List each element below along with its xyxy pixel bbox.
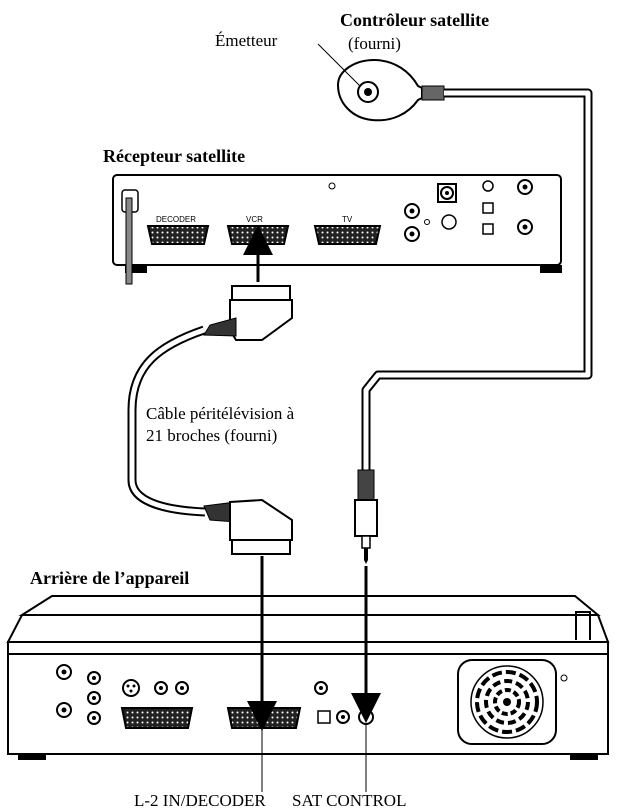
scart-plug-upper bbox=[203, 285, 293, 341]
receiver-tv-port bbox=[313, 225, 382, 245]
sat-receiver-label: Récepteur satellite bbox=[103, 146, 245, 166]
rear-of-unit-label: Arrière de l’appareil bbox=[30, 568, 189, 588]
receiver-vcr-label: VCR bbox=[246, 215, 263, 224]
cable-label-line1: Câble péritélévision à bbox=[146, 404, 295, 423]
scart-plug-lower bbox=[203, 498, 293, 555]
transmitter-label: Émetteur bbox=[215, 31, 278, 50]
sat-control-port-label: SAT CONTROL bbox=[292, 791, 406, 810]
l2-port-label: L-2 IN/DECODER bbox=[134, 791, 266, 810]
sat-controller-title: Contrôleur satellite bbox=[340, 10, 489, 30]
receiver-decoder-port bbox=[146, 225, 210, 245]
transmitter-pointer bbox=[317, 43, 361, 87]
sat-controller-sub: (fourni) bbox=[348, 34, 401, 53]
receiver-tv-label: TV bbox=[342, 215, 353, 224]
l2-in-decoder-port bbox=[226, 707, 302, 729]
satellite-controller bbox=[336, 58, 445, 122]
receiver-decoder-label: DECODER bbox=[156, 215, 196, 224]
cable-label-line2: 21 broches (fourni) bbox=[146, 426, 277, 445]
sat-control-jack bbox=[354, 469, 378, 564]
controller-cable bbox=[361, 88, 593, 470]
vcr-rear-panel bbox=[6, 595, 610, 760]
satellite-receiver: DECODER VCR TV bbox=[112, 174, 562, 285]
